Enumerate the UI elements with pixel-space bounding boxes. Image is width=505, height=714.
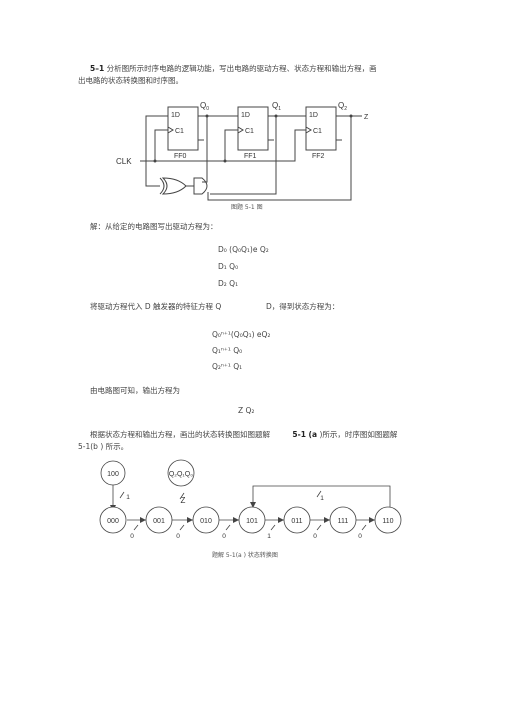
ff2-label: FF2 <box>312 153 325 160</box>
ff1-label: FF1 <box>244 153 257 160</box>
ff1-box <box>237 106 269 151</box>
solution-intro: 解：从给定的电路图写出驱动方程为： <box>90 222 218 231</box>
driving-eq-1: D₀ (Q₀Q₁)e Q₂ <box>218 245 269 254</box>
state-node-000 <box>99 506 127 534</box>
state-node-100 <box>100 460 126 486</box>
state-label: 110 <box>382 518 393 525</box>
clk-label: CLK <box>116 157 132 166</box>
circuit-caption: 图题 5-1 图 <box>231 204 263 211</box>
q1-label: Q1 <box>272 101 281 112</box>
problem-text-1: 分析图所示时序电路的逻辑功能，写出电路的驱动方程、状态方程和输出方程，画 <box>106 64 377 73</box>
edge-110-101 <box>252 485 391 508</box>
ff1-c-label: C1 <box>245 128 254 135</box>
diagram-intro-line-1: 根据状态方程和输出方程，画出的状态转换图如图题解 5-1 (a )所示，时序图如… <box>90 430 397 440</box>
ff2-box <box>305 106 337 151</box>
legend-label: Q₂Q₁Q₀ <box>169 471 193 478</box>
state-eq-2: Q₁ⁿ⁺¹ Q₀ <box>212 346 243 355</box>
legend-node <box>167 459 195 487</box>
diagram-intro-ref: 5-1 (a <box>292 430 318 439</box>
state-eq-1: Q₀ⁿ⁺¹(Q₀Q₁) eQ₂ <box>212 330 271 339</box>
state-label: 011 <box>291 518 302 525</box>
ff1-d-label: 1D <box>241 112 250 119</box>
q0-label: Q0 <box>200 101 209 112</box>
driving-eq-2: D₁ Q₀ <box>218 262 239 271</box>
ff2-d-label: 1D <box>309 112 318 119</box>
state-node-001 <box>145 506 173 534</box>
ff2-c-label: C1 <box>313 128 322 135</box>
state-label: 001 <box>153 518 165 525</box>
state-label: 111 <box>338 518 349 525</box>
state-node-111 <box>329 506 357 534</box>
state-eq-intro-a: 将驱动方程代入 D 触发器的特征方程 Q <box>90 302 222 311</box>
state-node-101 <box>238 506 266 534</box>
edge-label: 0 <box>176 533 180 540</box>
ff0-d-label: 1D <box>171 112 180 119</box>
state-eq-intro-b: D，得到状态方程为： <box>266 302 340 311</box>
diagram-intro-a: 根据状态方程和输出方程，画出的状态转换图如图题解 <box>90 430 270 439</box>
problem-number: 5–1 <box>90 64 105 73</box>
edge-label: 1 <box>267 533 271 540</box>
z-output-label: Z <box>364 114 369 121</box>
state-label: 101 <box>246 518 258 525</box>
edge-label: 0 <box>222 533 226 540</box>
q2-label: Q2 <box>338 101 347 112</box>
edge-label: 0 <box>130 533 134 540</box>
output-intro: 由电路图可知，输出方程为 <box>90 386 180 395</box>
state-label: 100 <box>107 471 119 478</box>
ff0-c-label: C1 <box>175 128 184 135</box>
state-node-011 <box>283 506 311 534</box>
edge-label: 0 <box>358 533 362 540</box>
diagram-intro-line-2: 5-1(b ) 所示。 <box>78 442 129 451</box>
driving-eq-3: D₂ Q₁ <box>218 279 239 288</box>
state-label: 000 <box>107 518 119 525</box>
edge-label: 0 <box>313 533 317 540</box>
ff0-label: FF0 <box>174 153 187 160</box>
diagram-intro-b: )所示，时序图如图题解 <box>319 430 398 439</box>
state-node-010 <box>192 506 220 534</box>
output-eq: Z Q₂ <box>238 406 255 415</box>
state-node-110 <box>374 506 402 534</box>
edge-label: 1 <box>126 494 130 501</box>
problem-line-2: 出电路的状态转换图和时序图。 <box>78 76 183 85</box>
edge-label: 1 <box>320 495 324 502</box>
ff0-box <box>167 106 199 151</box>
state-diagram-caption: 题解 5-1(a ) 状态转换图 <box>212 552 278 559</box>
problem-line-1: 5–1 分析图所示时序电路的逻辑功能，写出电路的驱动方程、状态方程和输出方程，画 <box>90 64 377 74</box>
legend-output-label: Z <box>181 496 186 505</box>
state-eq-3: Q₂ⁿ⁺¹ Q₁ <box>212 362 243 371</box>
state-label: 010 <box>200 518 212 525</box>
